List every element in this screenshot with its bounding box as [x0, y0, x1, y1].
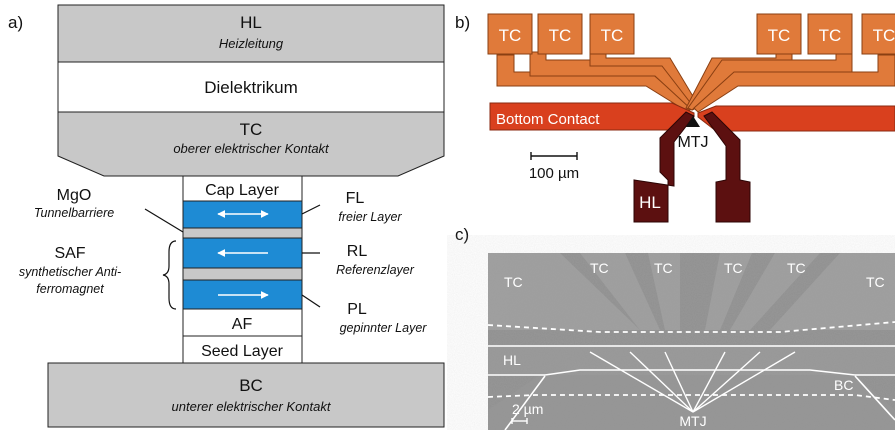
hl-lead-right — [703, 111, 751, 223]
hl-pad-label: HL — [639, 193, 661, 212]
tc-pad-label: TC — [768, 26, 791, 45]
bottom-contact-label: Bottom Contact — [496, 111, 600, 128]
mgo-layer — [182, 227, 303, 239]
mtj-marker — [686, 116, 700, 127]
sem-hl-label: HL — [503, 352, 521, 368]
tc-pad — [537, 13, 583, 55]
tc-pad — [807, 13, 853, 55]
tc-pad — [861, 13, 895, 55]
hl-layer — [57, 4, 445, 63]
bc-layer — [47, 362, 445, 428]
bottom-contact-right — [697, 105, 895, 132]
seed-layer — [182, 335, 303, 364]
tc-pad — [589, 13, 635, 55]
spacer-layer — [182, 267, 303, 281]
tc-pad-label: TC — [499, 26, 522, 45]
panel-a-label: a) — [8, 13, 23, 32]
mtj-label: MTJ — [677, 134, 708, 151]
sem-bc-label: BC — [834, 377, 853, 393]
scale-bar-label: 100 µm — [529, 165, 579, 182]
saf-brace — [162, 240, 177, 310]
tc-pad-label: TC — [873, 26, 895, 45]
dielectric-label: Dielektrikum — [204, 78, 298, 97]
sem-scale-label: 2 µm — [512, 401, 543, 417]
hl-bottom-edge — [488, 369, 895, 376]
sem-tc-label: TC — [866, 274, 885, 290]
tc-pads: TC TC TC TC TC TC — [487, 13, 895, 55]
sem-tc-label: TC — [590, 260, 609, 276]
pl-pointer — [301, 294, 321, 308]
bottom-contact — [489, 102, 695, 131]
panel-a: a) HL Heizleitung Dielektrikum TC oberer… — [8, 4, 445, 428]
panel-c: c) TC TC — [455, 225, 895, 430]
mgo-abbr: MgO — [57, 187, 92, 204]
fl-abbr: FL — [346, 190, 365, 207]
bc-layer-desc: unterer elektrischer Kontakt — [172, 399, 332, 414]
cap-layer — [182, 175, 303, 202]
af-layer — [182, 308, 303, 337]
saf-abbr: SAF — [54, 245, 85, 262]
af-layer-label: AF — [232, 316, 253, 333]
panel-b-label: b) — [455, 13, 470, 32]
sem-mtj-label: MTJ — [679, 413, 706, 429]
mgo-desc: Tunnelbarriere — [34, 206, 114, 220]
saf-desc-line2: ferromagnet — [36, 282, 104, 296]
sem-tc-label: TC — [654, 260, 673, 276]
mtj-pointers — [589, 351, 796, 413]
saf-desc-line1: synthetischer Anti- — [19, 265, 121, 279]
cap-layer-label: Cap Layer — [205, 182, 279, 199]
sem-tc-leads — [488, 253, 895, 330]
bc-layer-abbr: BC — [239, 376, 263, 395]
sem-tc-label: TC — [724, 260, 743, 276]
pl-abbr: PL — [347, 301, 367, 318]
tc-layer-abbr: TC — [240, 120, 263, 139]
tc-pad-label: TC — [819, 26, 842, 45]
dielectric-layer — [57, 61, 445, 113]
hl-layer-desc: Heizleitung — [219, 36, 284, 51]
seed-layer-label: Seed Layer — [201, 343, 284, 360]
hl-layer-abbr: HL — [240, 13, 262, 32]
tc-outline — [487, 321, 895, 333]
panel-c-label: c) — [455, 225, 469, 244]
rl-desc: Referenzlayer — [336, 263, 415, 277]
sem-tc-label: TC — [787, 260, 806, 276]
sem-bc-region — [488, 375, 895, 430]
fl-desc: freier Layer — [338, 210, 402, 224]
tc-layer-desc: oberer elektrischer Kontakt — [173, 141, 330, 156]
tc-layer — [57, 111, 445, 177]
tc-pad-label: TC — [549, 26, 572, 45]
sem-tc-label: TC — [504, 274, 523, 290]
hl-lead-left — [633, 111, 695, 223]
pl-desc: gepinnter Layer — [340, 321, 428, 335]
tc-pad — [487, 13, 533, 55]
tc-pad-label: TC — [601, 26, 624, 45]
panel-b: b) TC TC TC TC TC TC Bottom — [455, 13, 895, 223]
mgo-pointer — [144, 208, 184, 233]
fl-pointer — [301, 204, 321, 215]
sem-labels: TC TC TC TC TC TC HL BC MTJ 2 µm — [503, 260, 885, 429]
tc-pad — [756, 13, 802, 55]
rl-abbr: RL — [347, 243, 368, 260]
